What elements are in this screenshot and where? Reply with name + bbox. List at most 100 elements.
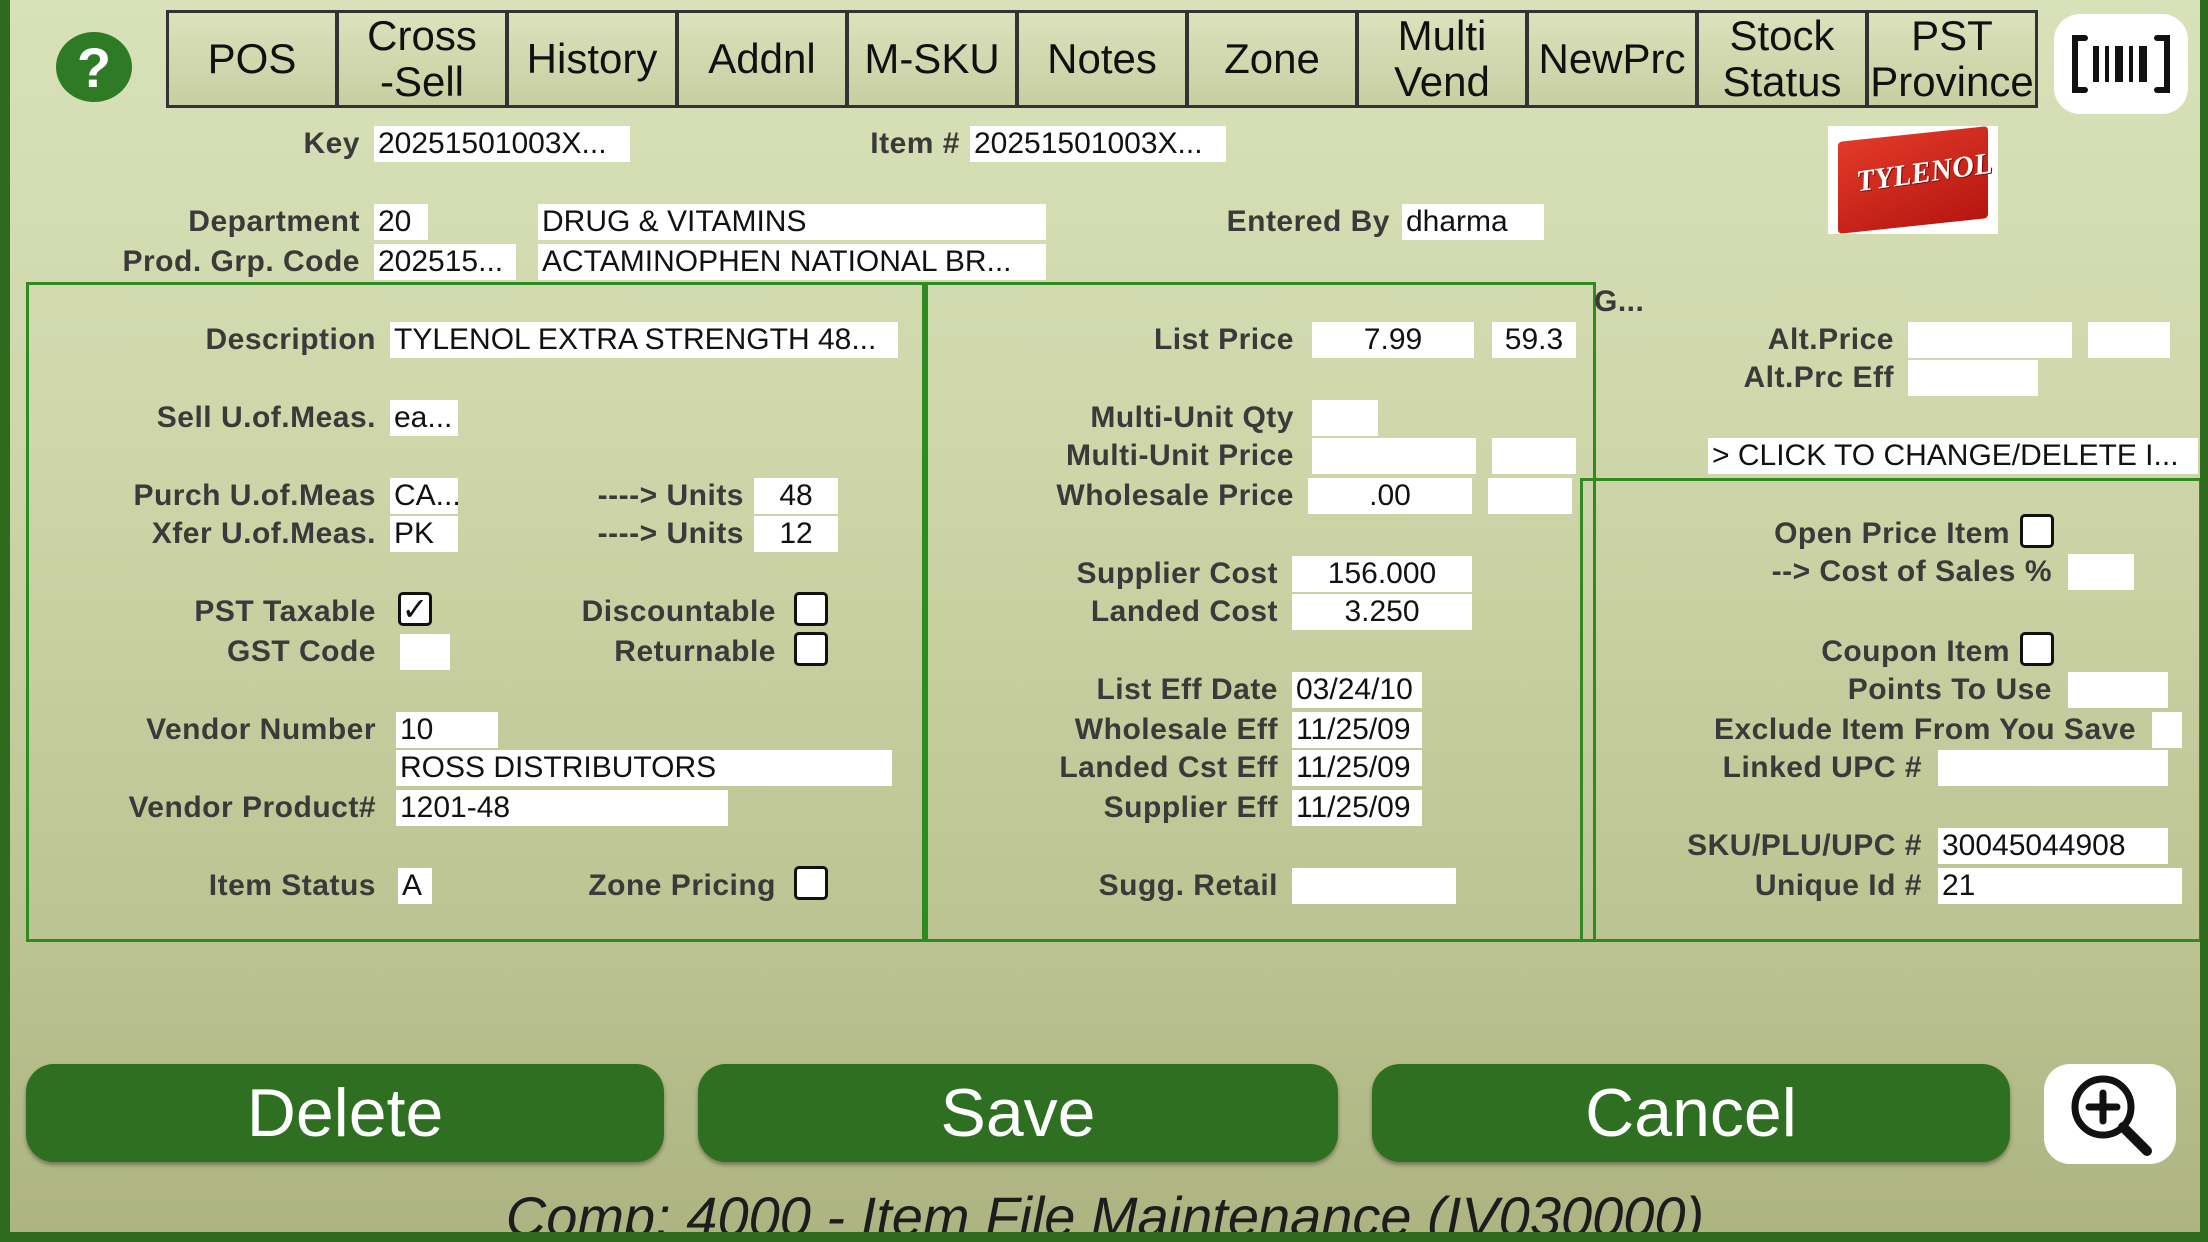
item-number-label: Item #	[870, 127, 960, 160]
vendor-name-field: ROSS DISTRIBUTORS	[396, 750, 892, 786]
prod-grp-code-field[interactable]: 202515...	[374, 244, 516, 280]
sugg-retail-label: Sugg. Retail	[1098, 869, 1278, 902]
tab-cross-sell[interactable]: Cross -Sell	[336, 10, 508, 108]
exclude-you-save-label: Exclude Item From You Save	[1713, 713, 2136, 746]
multi-unit-price-field-2[interactable]	[1492, 438, 1576, 474]
unique-id-field[interactable]: 21	[1938, 868, 2182, 904]
xfer-uom-label: Xfer U.of.Meas.	[151, 517, 376, 550]
multi-unit-price-field[interactable]	[1312, 438, 1476, 474]
landed-cost-label: Landed Cost	[1090, 595, 1278, 628]
alt-price-field-2[interactable]	[2088, 322, 2170, 358]
vendor-number-label: Vendor Number	[146, 713, 376, 746]
xfer-uom-field[interactable]: PK	[390, 516, 458, 552]
returnable-label: Returnable	[614, 635, 776, 668]
linked-upc-label: Linked UPC #	[1722, 751, 1922, 784]
wholesale-price-label: Wholesale Price	[1056, 479, 1294, 512]
sell-uom-field[interactable]: ea...	[390, 400, 458, 436]
gst-code-label: GST Code	[226, 635, 376, 668]
wholesale-eff-field[interactable]: 11/25/09	[1292, 712, 1422, 748]
product-image: TYLENOL	[1828, 126, 1998, 234]
discountable-checkbox[interactable]	[794, 592, 828, 626]
landed-cost-field[interactable]: 3.250	[1292, 594, 1472, 630]
tab-notes[interactable]: Notes	[1016, 10, 1188, 108]
multi-unit-qty-label: Multi-Unit Qty	[1090, 401, 1294, 434]
middle-panel	[922, 282, 1596, 942]
purch-units-label: ----> Units	[597, 479, 744, 512]
list-price-field-2[interactable]: 59.3	[1492, 322, 1576, 358]
scan-barcode-button[interactable]	[2054, 14, 2188, 114]
description-label: Description	[205, 323, 376, 356]
points-to-use-label: Points To Use	[1847, 673, 2052, 706]
zone-pricing-checkbox[interactable]	[794, 866, 828, 900]
landed-cst-eff-label: Landed Cst Eff	[1059, 751, 1278, 784]
tab-addnl[interactable]: Addnl	[676, 10, 848, 108]
open-price-item-checkbox[interactable]	[2020, 514, 2054, 548]
help-button[interactable]: ?	[56, 32, 132, 102]
list-price-label: List Price	[1153, 323, 1294, 356]
click-to-change-delete-button[interactable]: > CLICK TO CHANGE/DELETE I...	[1708, 438, 2198, 474]
tab-pst-province[interactable]: PST Province	[1866, 10, 2038, 108]
checkmark-icon: ✓	[401, 591, 429, 627]
entered-by-label: Entered By	[1226, 205, 1390, 238]
prod-grp-code-label: Prod. Grp. Code	[122, 245, 360, 278]
supplier-cost-field[interactable]: 156.000	[1292, 556, 1472, 592]
gst-code-field[interactable]	[400, 634, 450, 670]
entered-by-field: dharma	[1402, 204, 1544, 240]
pst-taxable-checkbox[interactable]: ✓	[398, 592, 432, 626]
item-status-field[interactable]: A	[398, 868, 432, 904]
returnable-checkbox[interactable]	[794, 632, 828, 666]
purch-units-field[interactable]: 48	[754, 478, 838, 514]
vendor-product-field[interactable]: 1201-48	[396, 790, 728, 826]
list-price-field[interactable]: 7.99	[1312, 322, 1474, 358]
item-number-field[interactable]: 20251501003X...	[970, 126, 1226, 162]
tab-newprc[interactable]: NewPrc	[1526, 10, 1698, 108]
key-field[interactable]: 20251501003X...	[374, 126, 630, 162]
xfer-units-field[interactable]: 12	[754, 516, 838, 552]
sku-plu-upc-label: SKU/PLU/UPC #	[1687, 829, 1922, 862]
purch-uom-field[interactable]: CA...	[390, 478, 458, 514]
zone-pricing-label: Zone Pricing	[588, 869, 776, 902]
cancel-button[interactable]: Cancel	[1372, 1064, 2010, 1162]
discountable-label: Discountable	[581, 595, 776, 628]
department-code-field[interactable]: 20	[374, 204, 428, 240]
wholesale-eff-label: Wholesale Eff	[1074, 713, 1278, 746]
tab-m-sku[interactable]: M-SKU	[846, 10, 1018, 108]
cost-of-sales-field[interactable]	[2068, 554, 2134, 590]
sku-plu-upc-field[interactable]: 30045044908	[1938, 828, 2168, 864]
wholesale-price-field-2[interactable]	[1488, 478, 1572, 514]
description-field[interactable]: TYLENOL EXTRA STRENGTH 48...	[390, 322, 898, 358]
g-label: G...	[1594, 285, 1645, 318]
coupon-item-label: Coupon Item	[1821, 635, 2010, 668]
cost-of-sales-label: --> Cost of Sales %	[1771, 555, 2052, 588]
landed-cst-eff-field[interactable]: 11/25/09	[1292, 750, 1422, 786]
exclude-you-save-field[interactable]	[2152, 712, 2182, 748]
alt-prc-eff-label: Alt.Prc Eff	[1743, 361, 1894, 394]
barcode-icon	[2072, 35, 2170, 93]
open-price-item-label: Open Price Item	[1774, 517, 2010, 550]
points-to-use-field[interactable]	[2068, 672, 2168, 708]
vendor-number-field[interactable]: 10	[396, 712, 498, 748]
coupon-item-checkbox[interactable]	[2020, 632, 2054, 666]
save-button[interactable]: Save	[698, 1064, 1338, 1162]
supplier-eff-field[interactable]: 11/25/09	[1292, 790, 1422, 826]
linked-upc-field[interactable]	[1938, 750, 2168, 786]
zoom-in-icon	[2071, 1075, 2152, 1156]
list-eff-date-field[interactable]: 03/24/10	[1292, 672, 1422, 708]
multi-unit-qty-field[interactable]	[1312, 400, 1378, 436]
delete-button[interactable]: Delete	[26, 1064, 664, 1162]
tab-history[interactable]: History	[506, 10, 678, 108]
sugg-retail-field[interactable]	[1292, 868, 1456, 904]
wholesale-price-field[interactable]: .00	[1308, 478, 1472, 514]
help-icon: ?	[76, 35, 112, 99]
tab-zone[interactable]: Zone	[1186, 10, 1358, 108]
zoom-button[interactable]	[2044, 1064, 2176, 1164]
tab-pos[interactable]: POS	[166, 10, 338, 108]
unique-id-label: Unique Id #	[1754, 869, 1922, 902]
purch-uom-label: Purch U.of.Meas	[133, 479, 376, 512]
alt-price-field[interactable]	[1908, 322, 2072, 358]
tab-multi-vend[interactable]: Multi Vend	[1356, 10, 1528, 108]
tab-stock-status[interactable]: Stock Status	[1696, 10, 1868, 108]
pst-taxable-label: PST Taxable	[194, 595, 376, 628]
footer-title: Comp: 4000 - Item File Maintenance (IV03…	[505, 1185, 1705, 1232]
alt-prc-eff-field[interactable]	[1908, 360, 2038, 396]
